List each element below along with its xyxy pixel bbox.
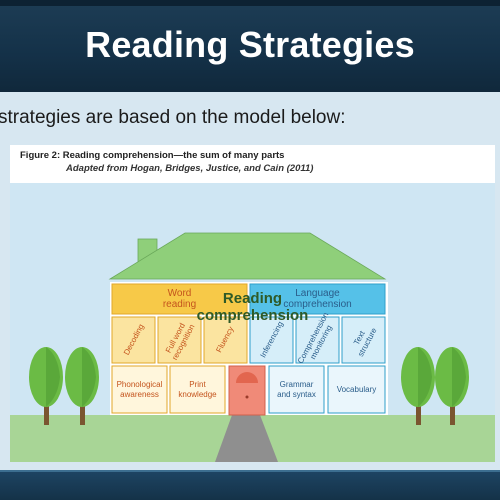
foundation-grammar [268,365,325,414]
pillar-label-inferencing: Inferencing [250,317,293,363]
pillar-label-fluency-text: Fluency [214,325,236,355]
pillar-label-full-word: Full word recognition [158,317,201,363]
roof-label: Reading comprehension [175,290,330,325]
slide-content: strategies are based on the model below: [0,92,500,470]
bottom-bar-line [0,470,500,472]
pillar-label-text-structure: Text structure [342,317,385,363]
figure-reading-house: Figure 2: Reading comprehension—the sum … [10,145,495,462]
pillar-label-comprehension-monitoring-text: Comprehension monitoring [296,310,335,365]
language-label: Language comprehension [250,284,385,314]
tree-left-2 [65,347,99,425]
intro-text: strategies are based on the model below: [0,107,346,128]
pillar-label-decoding: Decoding [112,317,155,363]
tree-right-1 [401,347,435,425]
figure-subtitle: Adapted from Hogan, Bridges, Justice, an… [66,163,314,174]
house-illustration [10,183,495,462]
pillar-label-comprehension-monitoring: Comprehension monitoring [296,311,339,365]
pillar-fluency [203,316,248,364]
foundation-label-phonological: Phonological awareness [116,380,163,399]
slide-title: Reading Strategies [85,24,415,65]
word-reading-line1: Word [167,287,192,299]
door-knob [245,395,249,399]
pillar-label-inferencing-text: Inferencing [258,320,285,360]
pillar-label-decoding-text: Decoding [121,322,146,357]
pillar-label-text-structure-text: Text structure [351,326,379,358]
word-reading-label: Word reading [112,284,247,314]
pillar-decoding [111,316,156,364]
foundation-label-vocabulary: Vocabulary [336,384,377,394]
pillar-inferencing [249,316,294,364]
language-box [249,283,386,315]
word-reading-line2: reading [162,299,197,310]
roof [108,232,387,280]
foundation-phonological [111,365,168,414]
language-line2: comprehension [283,299,352,310]
pillar-comprehension-monitoring [295,316,340,364]
door-window [236,372,258,383]
foundation-print [169,365,226,414]
roof-label-line2: comprehension [196,307,309,325]
path [215,415,278,462]
roof-label-line1: Reading [222,290,283,307]
pillar-full-word [157,316,202,364]
bottom-bar [0,470,500,500]
figure-title: Figure 2: Reading comprehension—the sum … [20,150,285,161]
title-bar: Reading Strategies [0,0,500,92]
pillar-text-structure [341,316,386,364]
word-reading-box [111,283,248,315]
language-line1: Language [295,287,340,299]
tree-right-2 [435,347,469,425]
pillar-label-fluency: Fluency [204,317,247,363]
title-bar-stripe [0,0,500,6]
foundation-vocabulary [327,365,386,414]
foundation-label-print: Print knowledge [178,380,217,399]
tree-left-1 [29,347,63,425]
pillar-label-full-word-text: Full word recognition [163,321,197,362]
foundation-label-grammar: Grammar and syntax [277,380,316,399]
